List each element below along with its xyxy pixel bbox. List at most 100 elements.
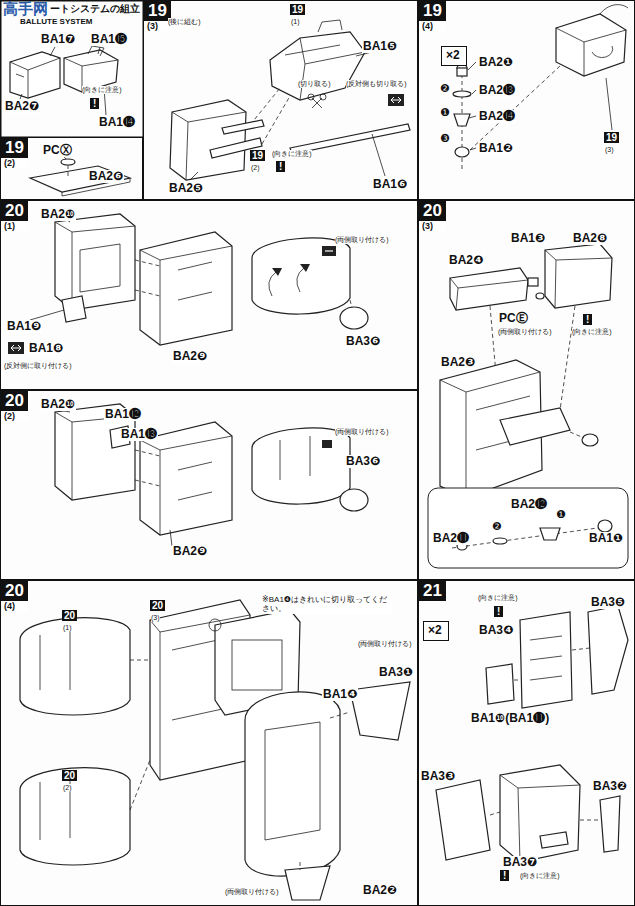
- note: (両側取り付ける): [358, 640, 412, 648]
- step-sub-number: (4): [419, 21, 446, 31]
- note: (向きに注意): [82, 86, 122, 94]
- step-sub-number: (3): [419, 221, 446, 231]
- step-reference: 19: [250, 150, 265, 161]
- step-number: 20: [1, 581, 28, 601]
- section-title: ートシステムの組立: [50, 3, 140, 14]
- part-number: BA2❾: [172, 545, 208, 558]
- part-number: BA3❷: [592, 780, 628, 793]
- note: (反対側に取り付ける): [4, 362, 72, 370]
- caution-mark: !: [276, 161, 285, 172]
- part-number: BA3❻: [345, 335, 381, 348]
- caution-mark: !: [583, 314, 592, 325]
- step-reference: 20: [150, 600, 165, 611]
- step-panel: 20(2): [0, 390, 418, 580]
- step-number: 19: [419, 1, 446, 21]
- sub-step-number: ❸: [440, 132, 450, 144]
- note: ※BA1❹はきれいに切り取ってください。: [262, 596, 392, 614]
- part-number: BA1❻: [372, 178, 408, 191]
- part-number: PCⒺ: [498, 312, 529, 325]
- part-number: BA2❶: [478, 56, 514, 69]
- part-number: BA3❻: [345, 455, 381, 468]
- step-reference: 20: [62, 610, 77, 621]
- part-number: BA2⓬: [510, 498, 548, 511]
- part-number: BA2❹: [448, 254, 484, 267]
- note: (後に組む): [168, 18, 201, 26]
- sub-step-number: ❷: [440, 82, 450, 94]
- part-number: BA1❷: [478, 142, 514, 155]
- note: (1): [291, 18, 300, 26]
- caution-mark: !: [500, 870, 509, 881]
- part-number: BA1❹: [322, 688, 358, 701]
- part-number: BA1❸: [510, 232, 546, 245]
- note: (切り取る): [298, 80, 331, 88]
- note: (3): [605, 146, 614, 154]
- part-number: BA1⓮: [98, 116, 136, 129]
- step-badge: 21: [419, 581, 446, 601]
- step-sub-number: (2): [1, 158, 28, 168]
- part-number: BA3❸: [420, 770, 456, 783]
- part-number: BA1❽: [28, 342, 64, 355]
- step-badge: 20(4): [1, 581, 28, 611]
- part-number: BA2❽: [572, 232, 608, 245]
- sub-step-number: ❷: [492, 520, 502, 532]
- note: (両側取り付ける): [335, 236, 389, 244]
- note: (向きに注意): [478, 594, 518, 602]
- part-number: BA2❿: [40, 208, 76, 221]
- count-text: ×2: [424, 622, 448, 638]
- step-reference: 19: [290, 4, 305, 15]
- part-number: BA1❼: [40, 33, 76, 46]
- note: (向きに注意): [520, 872, 560, 880]
- step-reference: 20: [62, 770, 77, 781]
- part-number: BA2⓫: [432, 532, 470, 545]
- step-badge: 20(3): [419, 201, 446, 231]
- step-badge: 19(3): [144, 1, 171, 31]
- step-sub-number: (1): [1, 221, 28, 231]
- note: (両側取り付ける): [335, 428, 389, 436]
- caution-mark: !: [90, 98, 99, 109]
- step-reference: 19: [604, 132, 619, 143]
- part-number: BA2⓭: [478, 84, 516, 97]
- step-number: 21: [419, 581, 446, 601]
- sub-step-number: ❶: [440, 106, 450, 118]
- step-sub-number: (4): [1, 601, 28, 611]
- note: (向きに注意): [572, 328, 612, 336]
- note: (3): [151, 614, 160, 622]
- part-number: BA1⓭: [120, 428, 158, 441]
- part-number: BA2❼: [4, 100, 40, 113]
- note: (反対側も切り取る): [346, 80, 407, 88]
- part-number: BA3❶: [378, 666, 414, 679]
- part-number: PCⓍ: [42, 144, 73, 157]
- part-number: BA1❿(BA1⓫): [470, 712, 550, 725]
- section-title-en: BALLUTE SYSTEM: [20, 18, 92, 27]
- sub-step-number: ❶: [556, 508, 566, 520]
- step-number: 19: [1, 138, 28, 158]
- watermark: 高手网: [3, 1, 48, 18]
- step-number: 19: [144, 1, 171, 21]
- step-badge: 19(4): [419, 1, 446, 31]
- step-badge: 20(1): [1, 201, 28, 231]
- part-number: BA1❾: [6, 320, 42, 333]
- count-text: ×2: [442, 47, 466, 63]
- step-sub-number: (2): [1, 411, 28, 421]
- count-box: ×2: [441, 46, 467, 66]
- part-number: BA3❼: [502, 856, 538, 869]
- note: (2): [63, 784, 72, 792]
- part-number: BA1❺: [362, 40, 398, 53]
- part-number: BA2❸: [440, 356, 476, 369]
- note: (2): [251, 164, 260, 172]
- part-number: BA2❺: [168, 182, 204, 195]
- part-number: BA2⓮: [478, 110, 516, 123]
- count-box: ×2: [423, 621, 449, 641]
- step-badge: 19(2): [1, 138, 28, 168]
- step-number: 20: [419, 201, 446, 221]
- note: (1): [63, 624, 72, 632]
- part-number: BA1⓯: [90, 33, 128, 46]
- part-number: BA1⓬: [104, 408, 142, 421]
- step-sub-number: (3): [144, 21, 171, 31]
- caution-mark: !: [494, 606, 503, 617]
- note: (両側取り付ける): [498, 328, 552, 336]
- note: (両側取り付ける): [225, 888, 279, 896]
- step-panel: 19(4)×2: [418, 0, 635, 200]
- step-number: 20: [1, 391, 28, 411]
